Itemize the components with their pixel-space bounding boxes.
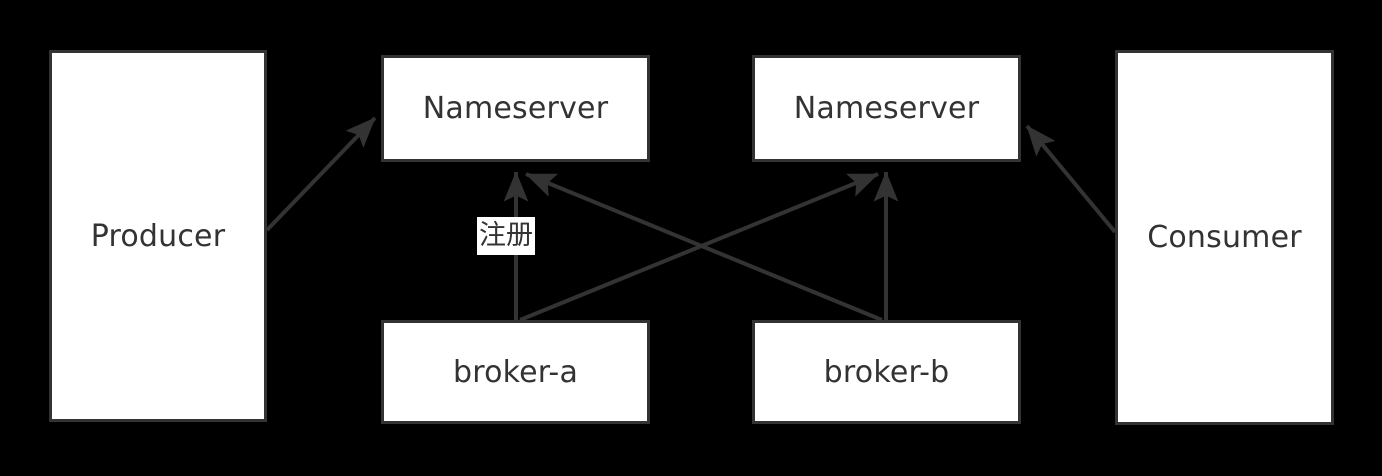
node-nameserver-a-label: Nameserver (422, 91, 609, 126)
node-nameserver-b-label: Nameserver (793, 91, 980, 126)
node-broker-b-label: broker-b (823, 354, 950, 390)
node-broker-b[interactable]: broker-b (752, 320, 1021, 424)
edge-label-register: 注册 (477, 217, 535, 256)
node-broker-a[interactable]: broker-a (381, 320, 650, 424)
edge-producer-to-nameserver-a (265, 116, 377, 232)
node-broker-a-label: broker-a (452, 354, 579, 390)
node-nameserver-b[interactable]: Nameserver (752, 55, 1021, 162)
edge-consumer-to-nameserver-b (1025, 124, 1117, 234)
edge-broker-b-to-nameserver-a (525, 172, 883, 322)
node-nameserver-a[interactable]: Nameserver (381, 55, 650, 162)
node-consumer-label: Consumer (1147, 220, 1302, 255)
node-consumer[interactable]: Consumer (1115, 50, 1334, 425)
node-producer-label: Producer (90, 218, 226, 254)
node-producer[interactable]: Producer (49, 50, 267, 422)
